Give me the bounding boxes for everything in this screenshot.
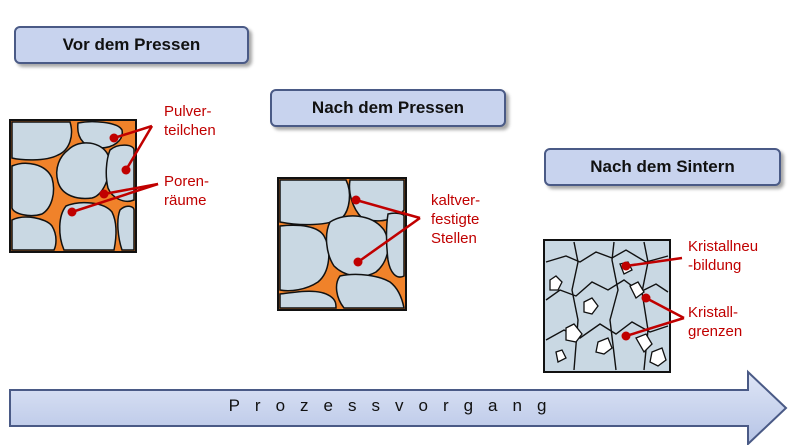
annotation-line: räume	[164, 192, 207, 209]
annotation-line: Kristallneu	[688, 238, 759, 255]
annotation-pore-spaces: Poren- räume	[164, 172, 209, 210]
annotation-line: Poren-	[164, 173, 210, 190]
annotation-pointers	[71, 124, 685, 338]
panel-after-sintering	[543, 239, 671, 373]
process-arrow-label: Prozessvorgang	[228, 396, 562, 415]
annotation-cold-worked-spots: kaltver- festigte Stellen	[431, 191, 480, 248]
annotation-crystal-formation: Kristallneu -bildung	[688, 237, 758, 275]
process-arrow	[9, 369, 788, 445]
annotation-line: kaltver-	[431, 192, 481, 209]
panel-after-pressing	[277, 177, 407, 311]
annotation-line: Stellen	[431, 230, 477, 247]
stage-label-before-pressing: Vor dem Pressen	[14, 26, 249, 64]
stage-label-after-sintering: Nach dem Sintern	[544, 148, 781, 186]
annotation-line: Pulver-	[164, 103, 212, 120]
annotation-dots	[67, 133, 651, 341]
annotation-line: teilchen	[164, 122, 216, 139]
annotation-grain-boundaries: Kristall- grenzen	[688, 303, 742, 341]
stage-label-after-pressing: Nach dem Pressen	[270, 89, 506, 127]
annotation-line: festigte	[431, 211, 480, 228]
annotation-line: grenzen	[688, 323, 743, 340]
annotation-powder-particles: Pulver- teilchen	[164, 102, 216, 140]
annotation-line: Kristall-	[688, 304, 739, 321]
annotation-line: -bildung	[688, 257, 742, 274]
